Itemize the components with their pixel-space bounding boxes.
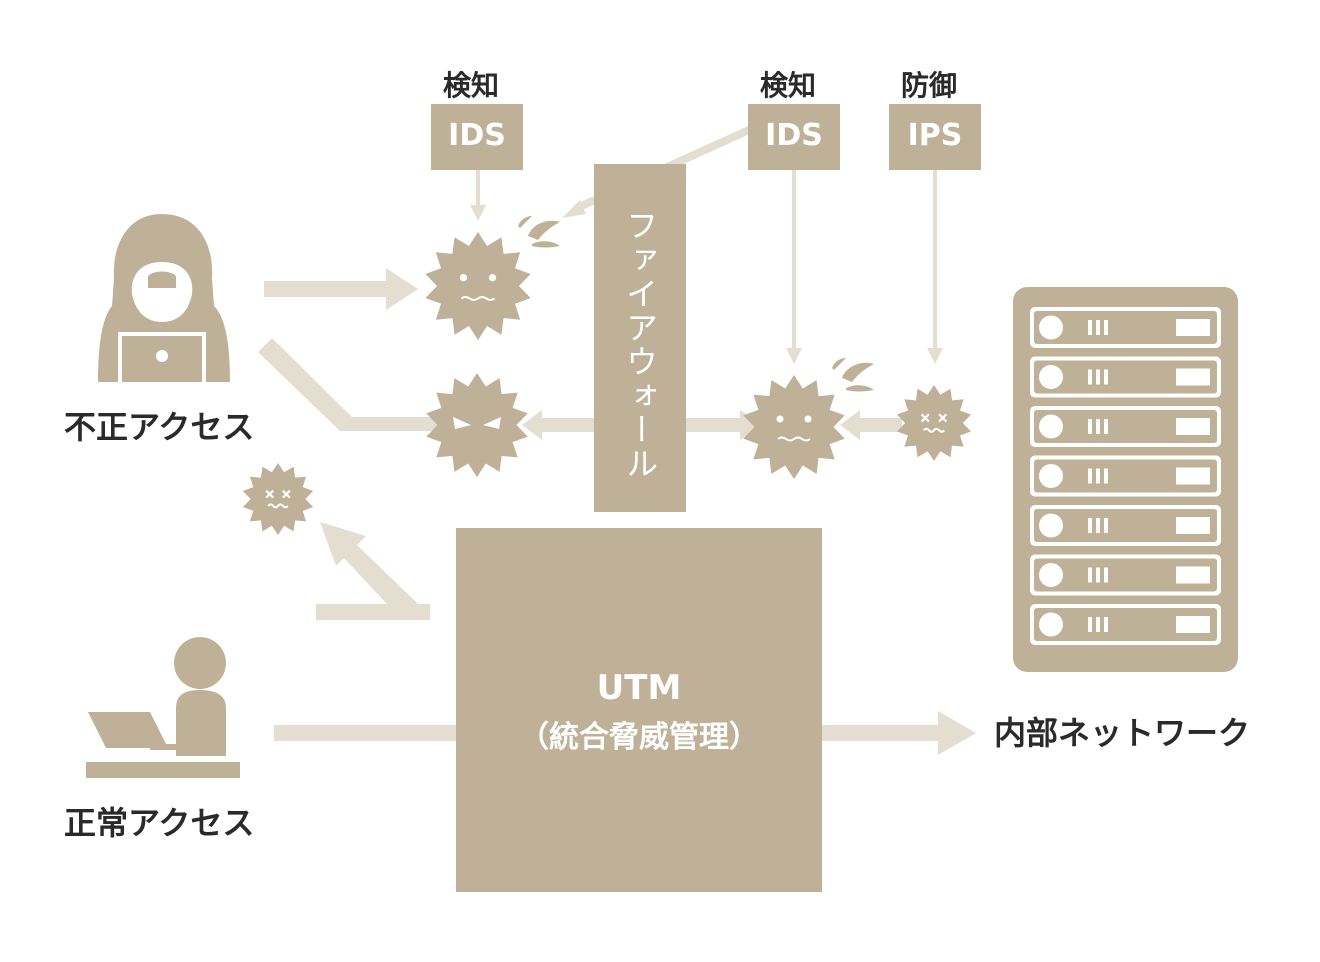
arrow-normal-to-utm — [274, 725, 458, 741]
virus-angry-icon — [426, 373, 528, 477]
arrowhead — [562, 200, 586, 218]
server-unit — [1030, 554, 1221, 596]
arrow-utm-to-network — [820, 725, 942, 741]
connector-diagonal — [258, 338, 352, 431]
arrow-ids1-down — [476, 170, 480, 210]
splash-icon — [518, 216, 560, 248]
arrowhead — [470, 205, 486, 221]
virus-dead-icon — [897, 385, 971, 461]
internal-network-label: 内部ネットワーク — [994, 714, 1251, 752]
arrow-firewall-to-angry-virus — [540, 418, 596, 432]
utm-title: UTM — [596, 668, 682, 708]
utm-subtitle: （統合脅威管理） — [519, 720, 759, 755]
ids-2-text: IDS — [765, 118, 823, 153]
arrowhead — [927, 348, 943, 364]
arrowhead — [840, 410, 860, 440]
arrowhead — [938, 711, 976, 755]
hacker-icon — [98, 214, 230, 382]
server-rack-icon — [1013, 287, 1238, 672]
server-unit — [1030, 307, 1221, 348]
ips-text: IPS — [907, 118, 963, 153]
arrow-ips-down — [933, 170, 937, 352]
arrowhead — [320, 522, 366, 566]
virus-dead-icon — [242, 463, 314, 535]
connector-firewall-to-virus — [684, 418, 746, 432]
unauthorized-access-label: 不正アクセス — [64, 408, 255, 446]
user-laptop-icon — [86, 637, 240, 778]
ids-1-text: IDS — [448, 118, 506, 153]
ids-box-2 — [748, 104, 840, 170]
normal-access-label: 正常アクセス — [64, 804, 255, 842]
arrow-hacker-to-virus — [264, 281, 388, 297]
arrowhead — [522, 410, 542, 440]
virus-icon — [425, 232, 531, 340]
arrowhead — [786, 348, 802, 364]
connector-utm-diagonal — [342, 544, 418, 620]
server-unit — [1030, 604, 1221, 645]
defend-label: 防御 — [901, 69, 958, 102]
connector-horizontal — [340, 417, 438, 431]
detect-label-1: 検知 — [443, 69, 500, 102]
firewall-bar — [594, 164, 686, 512]
arrow-ips-block — [856, 418, 902, 432]
server-unit — [1030, 455, 1221, 497]
server-unit — [1030, 406, 1221, 447]
ids-box-1 — [431, 104, 523, 170]
virus-icon — [743, 375, 845, 479]
arrowhead — [386, 268, 418, 310]
splash-icon — [832, 358, 874, 392]
firewall-text: ファイアウォール — [621, 209, 659, 481]
arrow-ids2-down — [792, 170, 796, 352]
ips-box — [889, 104, 981, 170]
server-unit — [1030, 505, 1221, 546]
server-unit — [1030, 356, 1221, 398]
detect-label-2: 検知 — [760, 69, 817, 102]
utm-box — [456, 528, 822, 892]
